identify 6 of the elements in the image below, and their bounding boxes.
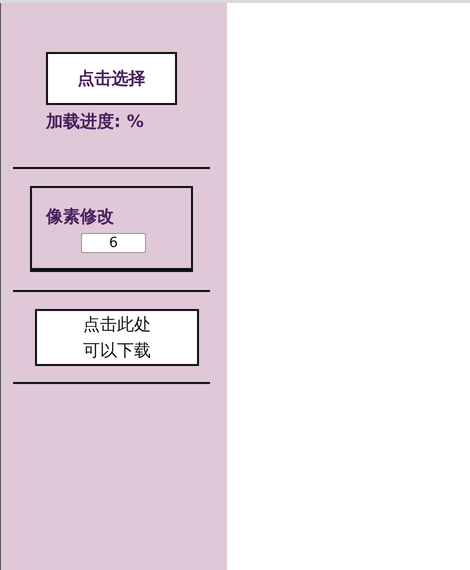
progress-text: 加载进度: % [46,111,144,133]
pixel-settings-panel [30,186,193,272]
panel-heading: 像素修改 [46,206,114,228]
input-field: 6 [81,233,146,253]
select-button: 点击选择 [46,52,177,105]
download-button: 点击此处可以下载 [35,309,199,366]
